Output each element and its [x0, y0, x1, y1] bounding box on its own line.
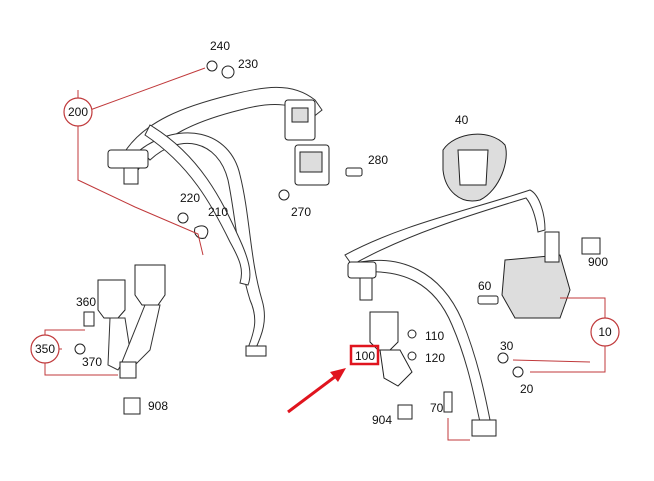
callout-350[interactable]: 350 — [35, 342, 55, 356]
callout-20[interactable]: 20 — [520, 382, 534, 396]
callout-280[interactable]: 280 — [368, 153, 388, 167]
callout-240[interactable]: 240 — [210, 39, 230, 53]
callout-40[interactable]: 40 — [455, 113, 469, 127]
callout-370[interactable]: 370 — [82, 355, 102, 369]
callout-100-highlight — [349, 344, 380, 366]
callout-10[interactable]: 10 — [598, 325, 612, 339]
callout-270[interactable]: 270 — [291, 205, 311, 219]
callout-908[interactable]: 908 — [148, 399, 168, 413]
pointer-arrow — [287, 368, 346, 414]
callout-210[interactable]: 210 — [208, 205, 228, 219]
callout-100[interactable]: 100 — [355, 349, 375, 363]
callout-110[interactable]: 110 — [425, 329, 444, 343]
callout-904[interactable]: 904 — [372, 413, 392, 427]
callouts: 200 240 230 280 270 220 210 360 350 370 … — [30, 39, 620, 427]
callout-30[interactable]: 30 — [500, 339, 514, 353]
callout-350-circle — [30, 334, 60, 364]
callout-900[interactable]: 900 — [588, 255, 608, 269]
callout-10-circle — [590, 317, 620, 347]
callout-60[interactable]: 60 — [478, 279, 492, 293]
callout-120[interactable]: 120 — [425, 351, 445, 365]
callout-200[interactable]: 200 — [68, 105, 88, 119]
callout-360[interactable]: 360 — [76, 295, 96, 309]
buckle-assembly-drawing — [44, 264, 166, 415]
callout-230[interactable]: 230 — [238, 57, 258, 71]
front-seat-belt-drawing — [344, 133, 606, 441]
rear-seat-belt-drawing — [77, 60, 363, 357]
callout-70[interactable]: 70 — [430, 401, 444, 415]
callout-200-circle — [63, 97, 93, 127]
callout-220[interactable]: 220 — [180, 191, 200, 205]
